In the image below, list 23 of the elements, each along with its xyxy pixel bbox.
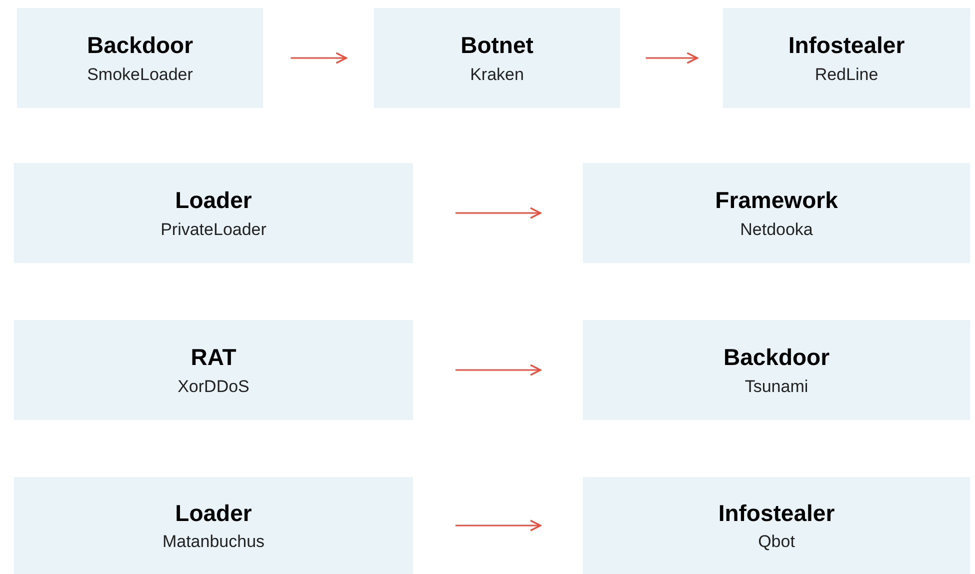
malware-name: Tsunami [744,376,808,397]
malware-name: SmokeLoader [87,64,193,85]
malware-name: PrivateLoader [160,218,266,240]
category-title: Infostealer [788,31,905,60]
category-title: RAT [190,343,236,372]
arrow [456,364,542,376]
malware-name: Netdooka [740,218,813,240]
category-title: Backdoor [723,343,830,372]
category-title: Infostealer [718,498,835,528]
arrow [456,520,542,532]
category-title: Framework [715,186,838,215]
category-title: Loader [175,186,252,215]
malware-name: Kraken [470,64,524,85]
arrow [290,52,348,64]
category-title: Loader [175,498,252,528]
malware-name: RedLine [814,64,878,85]
malware-name: XorDDoS [178,376,250,397]
malware-name: Qbot [758,531,795,552]
arrow [646,52,698,64]
arrow [456,207,542,219]
malware-name: Matanbuchus [162,531,265,552]
category-title: Botnet [460,31,534,60]
category-title: Backdoor [86,31,194,60]
